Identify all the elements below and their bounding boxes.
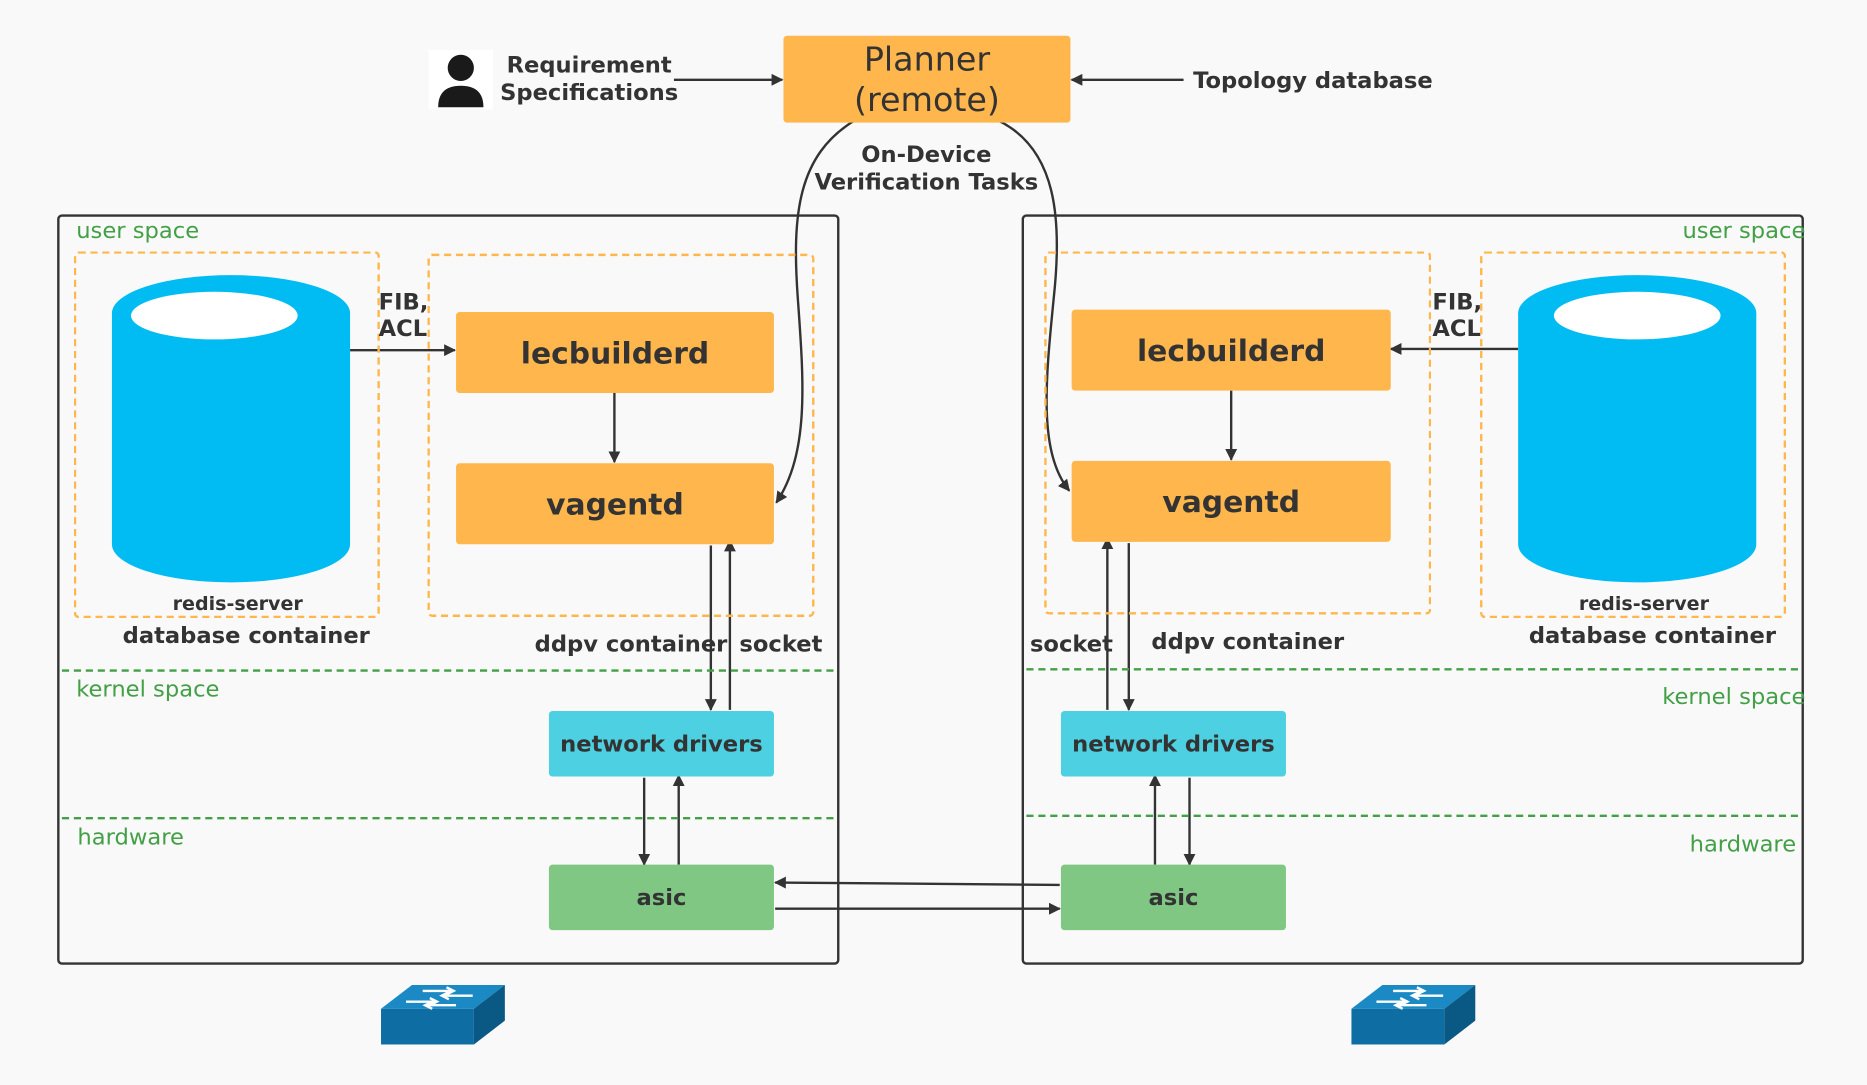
left-ddpv-container — [427, 253, 815, 617]
asic-right-to-left-arrow — [773, 876, 1060, 889]
right-ddpv-container-label: ddpv container — [1151, 628, 1345, 656]
right-database-container — [1480, 251, 1787, 619]
tasks-label: On-Device Verification Tasks — [814, 141, 1039, 196]
left-socket-label: socket — [739, 631, 823, 658]
right-hardware-label: hardware — [1689, 831, 1797, 858]
right-user-space-label: user space — [1682, 217, 1806, 245]
right-network-switch-icon — [1348, 983, 1479, 1049]
topology-label: Topology database — [1193, 67, 1433, 95]
planner-subtitle: (remote) — [853, 79, 1000, 119]
left-database-cylinder-icon — [111, 274, 352, 584]
left-user-space-label: user space — [76, 217, 200, 245]
left-database-container-label: database container — [122, 622, 370, 650]
right-network-drivers-box[interactable]: network drivers — [1060, 711, 1286, 777]
planner-title: Planner — [863, 38, 991, 79]
right-fib-acl-label: FIB, ACL — [1432, 289, 1483, 342]
requirements-label: Requirement Specifications — [500, 52, 679, 106]
left-kernel-space-label: kernel space — [76, 676, 220, 703]
left-kernel-separator — [61, 669, 834, 672]
left-network-drivers-box[interactable]: network drivers — [548, 711, 774, 777]
left-device-frame — [57, 214, 840, 965]
left-hardware-separator — [61, 817, 834, 820]
left-database-container — [73, 251, 380, 619]
right-lecbuilderd-box[interactable]: lecbuilderd — [1071, 309, 1391, 391]
right-database-container-label: database container — [1528, 622, 1777, 650]
right-ddpv-container — [1044, 251, 1432, 615]
task-arrow-left — [775, 119, 856, 504]
right-socket-label: socket — [1029, 631, 1113, 658]
right-redis-label: redis-server — [1578, 591, 1709, 615]
left-fib-acl-label: FIB, ACL — [378, 289, 429, 342]
task-arrow-right — [997, 119, 1071, 492]
left-ddpv-container-label: ddpv container — [534, 631, 728, 658]
left-lecbuilderd-box[interactable]: lecbuilderd — [456, 312, 774, 394]
right-hardware-separator — [1026, 814, 1798, 818]
left-network-switch-icon — [377, 983, 508, 1049]
left-hardware-label: hardware — [77, 824, 184, 851]
right-kernel-space-label: kernel space — [1662, 683, 1806, 710]
right-asic-box[interactable]: asic — [1060, 864, 1286, 931]
right-database-cylinder-icon — [1517, 274, 1758, 584]
planner-box[interactable]: Planner (remote) — [783, 35, 1071, 123]
left-redis-label: redis-server — [172, 591, 303, 615]
user-icon — [428, 50, 493, 110]
right-vagentd-box[interactable]: vagentd — [1071, 460, 1391, 542]
left-vagentd-box[interactable]: vagentd — [456, 463, 774, 545]
left-asic-box[interactable]: asic — [548, 864, 774, 931]
right-device-frame — [1021, 214, 1804, 965]
right-kernel-separator — [1026, 668, 1798, 671]
